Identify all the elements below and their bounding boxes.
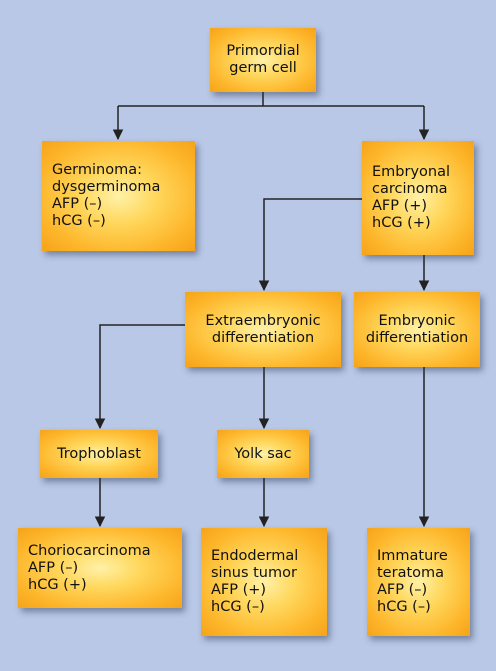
node-immature-teratoma: Immature teratoma AFP (–) hCG (–) [367, 528, 470, 636]
arrow-to-extraembryonic [258, 198, 362, 292]
connector-primordial [118, 92, 424, 107]
node-extraembryonic-differentiation: Extraembryonic differentiation [185, 292, 341, 367]
node-embryonal-carcinoma: Embryonal carcinoma AFP (+) hCG (+) [362, 141, 474, 255]
node-primordial-germ-cell: Primordial germ cell [210, 28, 316, 92]
node-embryonic-differentiation: Embryonic differentiation [354, 292, 480, 367]
node-endodermal-sinus-tumor: Endodermal sinus tumor AFP (+) hCG (–) [201, 528, 327, 636]
node-yolk-sac: Yolk sac [217, 430, 309, 478]
node-germinoma: Germinoma: dysgerminoma AFP (–) hCG (–) [42, 141, 195, 251]
node-choriocarcinoma: Choriocarcinoma AFP (–) hCG (+) [18, 528, 182, 608]
arrow-to-trophoblast [94, 324, 185, 430]
node-trophoblast: Trophoblast [40, 430, 158, 478]
